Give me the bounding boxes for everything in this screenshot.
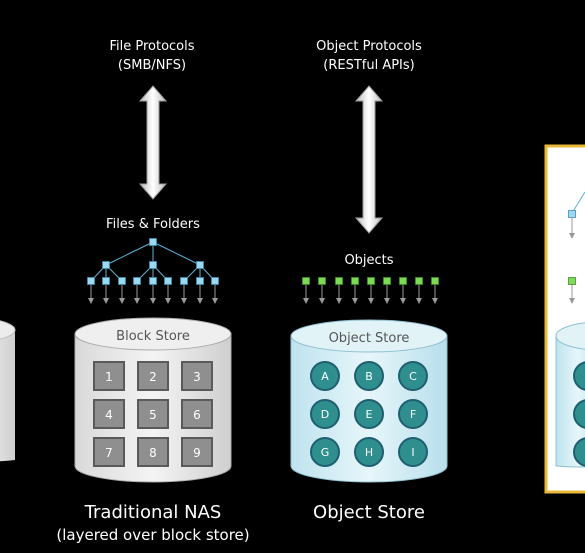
block-4: 4 [93, 399, 125, 429]
block-9: 9 [181, 437, 213, 467]
file-tree-nodes [87, 238, 219, 285]
svg-text:H: H [365, 446, 373, 459]
svg-text:G: G [321, 446, 330, 459]
nas-caption: Traditional NAS [84, 502, 222, 523]
block-7: 7 [93, 437, 125, 467]
svg-text:F: F [410, 408, 416, 421]
object-C: C [398, 361, 428, 391]
file-down-arrows [88, 285, 218, 304]
svg-text:4: 4 [105, 408, 113, 422]
block-6: 6 [181, 399, 213, 429]
svg-text:I: I [411, 446, 414, 459]
svg-text:9: 9 [193, 446, 201, 460]
svg-text:B: B [365, 370, 373, 383]
block-store-label: Block Store [116, 329, 190, 344]
object-F: F [398, 399, 428, 429]
svg-text:5: 5 [149, 408, 157, 422]
files-folders-label: Files & Folders [106, 217, 200, 232]
svg-text:7: 7 [105, 446, 113, 460]
nas-caption-sub: (layered over block store) [56, 526, 249, 544]
block-5: 5 [137, 399, 169, 429]
right-highlight-panel [544, 144, 585, 494]
svg-text:8: 8 [149, 446, 157, 460]
object-D: D [310, 399, 340, 429]
file-protocols-label: File Protocols [109, 39, 194, 54]
block-grid: 1 2 3 4 5 6 7 8 9 [93, 361, 213, 467]
svg-text:C: C [409, 370, 417, 383]
object-protocol-arrow [354, 85, 384, 234]
object-store-label: Object Store [329, 331, 410, 346]
object-I: I [398, 437, 428, 467]
object-G: G [310, 437, 340, 467]
object-E: E [354, 399, 384, 429]
block-8: 8 [137, 437, 169, 467]
object-down-arrows [303, 285, 438, 304]
block-1: 1 [93, 361, 125, 391]
block-3: 3 [181, 361, 213, 391]
object-B: B [354, 361, 384, 391]
object-H: H [354, 437, 384, 467]
object-protocols-sub: (RESTful APIs) [323, 58, 414, 73]
file-protocols-sub: (SMB/NFS) [118, 58, 186, 73]
left-caption-fragment: l [0, 502, 1, 523]
object-A: A [310, 361, 340, 391]
object-nodes [302, 277, 439, 285]
svg-text:E: E [366, 408, 373, 421]
svg-text:1: 1 [105, 370, 113, 384]
svg-text:2: 2 [149, 370, 157, 384]
object-grid: A B C D E F G H I [310, 361, 428, 467]
object-caption: Object Store [313, 502, 425, 523]
svg-text:A: A [321, 370, 329, 383]
object-protocols-label: Object Protocols [316, 39, 422, 54]
block-2: 2 [137, 361, 169, 391]
svg-text:D: D [321, 408, 329, 421]
file-protocol-arrow [138, 85, 168, 200]
left-cut-cylinder [0, 320, 16, 462]
svg-text:6: 6 [193, 408, 201, 422]
svg-text:3: 3 [193, 370, 201, 384]
objects-label: Objects [344, 253, 393, 268]
